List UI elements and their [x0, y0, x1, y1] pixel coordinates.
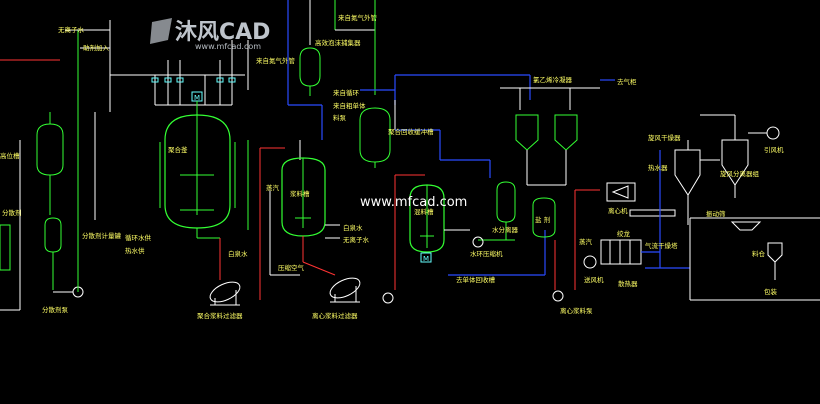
label-induced-fan: 引风机: [764, 145, 784, 154]
silo: [767, 242, 783, 263]
water-ring-compressor-icon: [472, 236, 484, 248]
label-high-tank: 高位槽: [0, 151, 20, 160]
label-salt-agent: 盐 剂: [535, 215, 550, 224]
cyclone-dryer: [674, 149, 701, 196]
label-dispersant-pump: 分散剂泵: [42, 305, 69, 314]
label-reactor: 聚合釜: [168, 145, 188, 154]
label-steam-2: 蒸汽: [579, 237, 593, 246]
label-polymer-filter: 聚合浆料过滤器: [197, 311, 243, 320]
label-centrifuge: 离心机: [608, 206, 628, 215]
label-centrifuge-filter: 离心浆料过滤器: [312, 311, 358, 320]
foam-catcher-group: [287, 0, 375, 140]
watermark: 沐风CAD www.mfcad.com: [150, 18, 270, 51]
centrifuge: [606, 182, 636, 202]
label-water-ring: 水环压缩机: [470, 249, 503, 258]
cyclone-separator: [721, 139, 749, 186]
centrifuge-slurry-pump-icon: [552, 290, 564, 302]
label-vcm-condenser: 氯乙烯冷凝器: [533, 75, 573, 84]
label-blower: 送风机: [584, 275, 604, 284]
label-deionized-water: 无离子水: [58, 25, 85, 34]
label-heater: 热水器: [648, 163, 668, 172]
label-additive: 助剂加入: [83, 43, 110, 52]
label-mixing-tank: 混料槽: [414, 207, 434, 216]
label-vibrating-screen: 振动筛: [706, 209, 726, 218]
foam-catcher: [299, 47, 321, 87]
svg-text:M: M: [423, 255, 429, 263]
slurry-tank-group: [259, 140, 340, 300]
label-white-water: 白泉水: [228, 249, 248, 258]
label-to-monomer-recovery: 去单体回收槽: [456, 275, 496, 284]
polymer-slurry-filter: [209, 281, 241, 306]
condenser-2: [554, 114, 578, 151]
label-from-circulation: 来自循环: [333, 88, 360, 97]
drying-section: [552, 114, 820, 302]
label-centrifuge-pump: 离心浆料泵: [560, 306, 593, 315]
polymerization-reactor: [164, 114, 231, 229]
slurry-pump-icon: [382, 292, 394, 304]
dispersant-meter-tank: [44, 217, 62, 253]
label-slurry-tank: 浆料槽: [290, 189, 310, 198]
label-compressed-air: 压缩空气: [278, 263, 305, 272]
watermark-url-center: www.mfcad.com: [360, 195, 467, 210]
label-from-crude-monomer: 来自粗单体: [333, 101, 366, 110]
water-separator: [496, 181, 516, 223]
water-separator-group: [448, 181, 546, 276]
label-packaging: 包装: [764, 287, 778, 296]
label-nitrogen-1: 来自氮气外管: [256, 56, 296, 65]
label-circulating-water: 循环水供: [125, 233, 152, 242]
label-water-separator: 水分离器: [492, 225, 519, 234]
label-radiator: 散热器: [618, 279, 638, 288]
label-flash-dryer: 气流干燥塔: [645, 241, 678, 250]
vcm-condensers: [500, 79, 615, 238]
recovery-buffer-tank: [359, 107, 391, 163]
svg-text:M: M: [194, 94, 200, 102]
label-cyclone-separator: 旋风分离器组: [720, 169, 760, 178]
recovery-buffer-group: [359, 0, 531, 178]
salt-tank: [532, 197, 556, 238]
blower-icon: [583, 255, 597, 269]
label-steam-1: 蒸汽: [266, 183, 280, 192]
watermark-url-small: www.mfcad.com: [195, 42, 261, 51]
label-recovery-buffer: 聚合回收缓冲槽: [388, 127, 434, 136]
label-silo: 料仓: [752, 249, 766, 258]
vibrating-screen: [730, 221, 762, 231]
label-nitrogen-2: 来自氮气外管: [338, 13, 378, 22]
slurry-tank: [281, 157, 326, 237]
label-foam-catcher: 高效泡沫捕集器: [315, 38, 361, 47]
label-white-water-2: 白泉水: [343, 223, 363, 232]
screw-conveyor: [629, 209, 676, 217]
label-to-gas-holder: 去气柜: [617, 77, 637, 86]
label-material-pump: 料泵: [333, 113, 347, 122]
condenser-1: [515, 114, 539, 151]
mixing-motor-icon: [420, 252, 432, 263]
label-cyclone-dryer: 旋风干燥器: [648, 133, 681, 142]
polymerization-reactor-group: M: [109, 20, 249, 280]
centrifuge-slurry-filter: [302, 261, 361, 303]
label-deionized-water-2: 无离子水: [343, 235, 370, 244]
label-screw: 绞龙: [617, 229, 631, 238]
label-dispersant: 分散剂: [2, 208, 22, 217]
watermark-brand: 沐风CAD: [175, 20, 270, 45]
watermark-logo-icon: [150, 18, 172, 44]
high-level-tank-group: [0, 29, 110, 311]
label-hot-water: 热水供: [125, 246, 145, 255]
mixing-tank-group: M: [394, 174, 470, 290]
mixing-tank: [409, 184, 445, 253]
label-dispersant-meter: 分散剂计量罐: [82, 231, 122, 240]
high-level-tank: [36, 123, 64, 176]
